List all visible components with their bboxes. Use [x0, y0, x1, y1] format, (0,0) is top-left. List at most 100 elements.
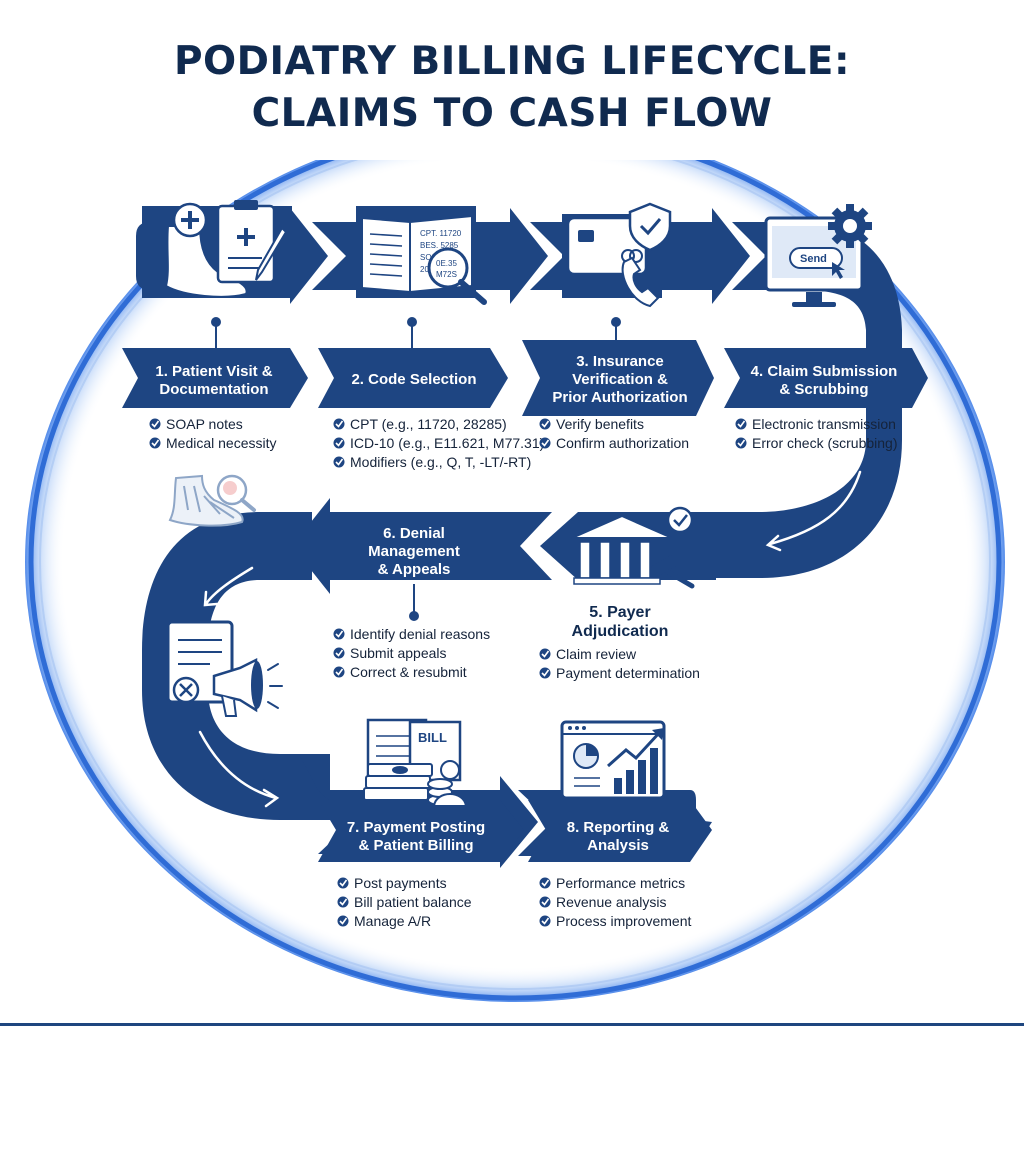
flow-curve-left: [142, 512, 330, 820]
card-shield-phone-icon: [562, 202, 672, 308]
check-mark: [339, 879, 348, 887]
check-mark: [541, 650, 550, 658]
check-mark: [737, 439, 746, 447]
check-mark: [335, 439, 344, 447]
bottom-divider: [0, 1023, 1024, 1026]
check-icon: [539, 648, 551, 660]
step-6-bullet: Correct & resubmit: [350, 664, 467, 680]
check-mark: [335, 458, 344, 466]
step-4-label-line2: & Scrubbing: [779, 381, 868, 398]
check-mark: [541, 879, 550, 887]
step-7-label-line2: & Patient Billing: [358, 837, 473, 854]
step-2-bullet: CPT (e.g., 11720, 28285): [350, 416, 507, 432]
send-button-label: Send: [800, 253, 827, 265]
check-mark: [541, 898, 550, 906]
step-7-bullet: Bill patient balance: [354, 894, 472, 910]
step-7-bullet: Manage A/R: [354, 913, 431, 929]
check-icon: [735, 418, 747, 430]
flow-indicators: [198, 302, 862, 808]
check-icon: [333, 456, 345, 468]
magnifier-code-2: M72S: [436, 270, 457, 279]
check-mark: [339, 917, 348, 925]
check-mark: [335, 630, 344, 638]
check-mark: [335, 668, 344, 676]
check-mark: [737, 420, 746, 428]
label-banner-3: [522, 340, 714, 416]
foot-clipboard-icon: [142, 200, 292, 298]
check-icon: [337, 896, 349, 908]
step-1-label-line1: 1. Patient Visit &: [155, 363, 272, 380]
step-8-bullet: Revenue analysis: [556, 894, 667, 910]
step-2-label-line1: 2. Code Selection: [351, 371, 476, 388]
step-4-label-line1: 4. Claim Submission: [751, 363, 898, 380]
codebook-magnifier-icon: CPT. 11720 BES. 5285 SOS. R095 201 0E.35…: [356, 206, 487, 305]
check-icon: [333, 437, 345, 449]
flow-curve-right: [700, 400, 902, 578]
check-mark: [335, 649, 344, 657]
check-icon: [539, 877, 551, 889]
step-3-bullet: Verify benefits: [556, 416, 644, 432]
check-icon: [149, 437, 161, 449]
check-icon: [333, 628, 345, 640]
check-mark: [151, 439, 160, 447]
step-2-bullet: Modifiers (e.g., Q, T, -LT/-RT): [350, 454, 531, 470]
step-6-bullet: Identify denial reasons: [350, 626, 490, 642]
step-6-label-line2: Management: [368, 543, 460, 560]
check-mark: [339, 898, 348, 906]
step-4-bullet: Error check (scrubbing): [752, 435, 898, 451]
bill-label: BILL: [418, 730, 447, 745]
step-6-label-line1: 6. Denial: [383, 525, 445, 542]
codebook-line-4: 201: [420, 265, 434, 274]
check-mark: [541, 420, 550, 428]
title-line-1: PODIATRY BILLING LIFECYCLE:: [173, 39, 851, 84]
check-icon: [539, 896, 551, 908]
label-banner-7: [318, 800, 524, 862]
step-7-bullet: Post payments: [354, 875, 447, 891]
step-2-bullet: ICD-10 (e.g., E11.621, M77.31): [350, 435, 544, 451]
magnifier-code-1: 0E.35: [436, 259, 457, 268]
bill-cash-person-icon: BILL: [363, 718, 468, 807]
step-8-label-line1: 8. Reporting &: [567, 819, 670, 836]
dashboard-growth-chart-icon: [560, 720, 666, 800]
title-line-2: CLAIMS TO CASH FLOW: [251, 91, 773, 136]
check-icon: [333, 418, 345, 430]
page-title: PODIATRY BILLING LIFECYCLE: CLAIMS TO CA…: [0, 36, 1024, 140]
step-7-label-line1: 7. Payment Posting: [347, 819, 485, 836]
flow-arrow-6: [292, 498, 552, 594]
step-6-label-line3: & Appeals: [378, 561, 451, 578]
foot-xray-icon: [168, 474, 256, 527]
monitor-send-gear-icon: Send: [764, 204, 872, 307]
check-icon: [149, 418, 161, 430]
step-3-label-line1: 3. Insurance: [576, 353, 664, 370]
check-icon: [337, 915, 349, 927]
codebook-line-2: BES. 5285: [420, 241, 459, 250]
bank-gavel-check-icon: [571, 506, 695, 589]
step-5-bullet: Claim review: [556, 646, 637, 662]
step-8-label-line2: Analysis: [587, 837, 649, 854]
step-8-bullet: Performance metrics: [556, 875, 685, 891]
document-denied-megaphone-icon: [166, 620, 283, 717]
step-6-bullet: Submit appeals: [350, 645, 447, 661]
check-icon: [539, 915, 551, 927]
step-1-label-line2: Documentation: [159, 381, 268, 398]
step-3-label-line3: Prior Authorization: [552, 389, 687, 406]
label-banners: [122, 340, 928, 862]
label-banner-2: [318, 348, 508, 408]
step-3-bullet: Confirm authorization: [556, 435, 689, 451]
check-mark: [541, 917, 550, 925]
check-icon: [735, 437, 747, 449]
check-mark: [541, 669, 550, 677]
step-5-bullet: Payment determination: [556, 665, 700, 681]
check-icon: [333, 647, 345, 659]
label-banner-8: [528, 800, 712, 862]
step-5-label-line2: Adjudication: [572, 623, 669, 640]
check-icon: [539, 418, 551, 430]
step-1-bullet: SOAP notes: [166, 416, 243, 432]
step-5-label-line1: 5. Payer: [589, 604, 650, 621]
check-icon: [333, 666, 345, 678]
check-icon: [539, 667, 551, 679]
step-4-bullet: Electronic transmission: [752, 416, 896, 432]
check-icon: [539, 437, 551, 449]
check-mark: [151, 420, 160, 428]
